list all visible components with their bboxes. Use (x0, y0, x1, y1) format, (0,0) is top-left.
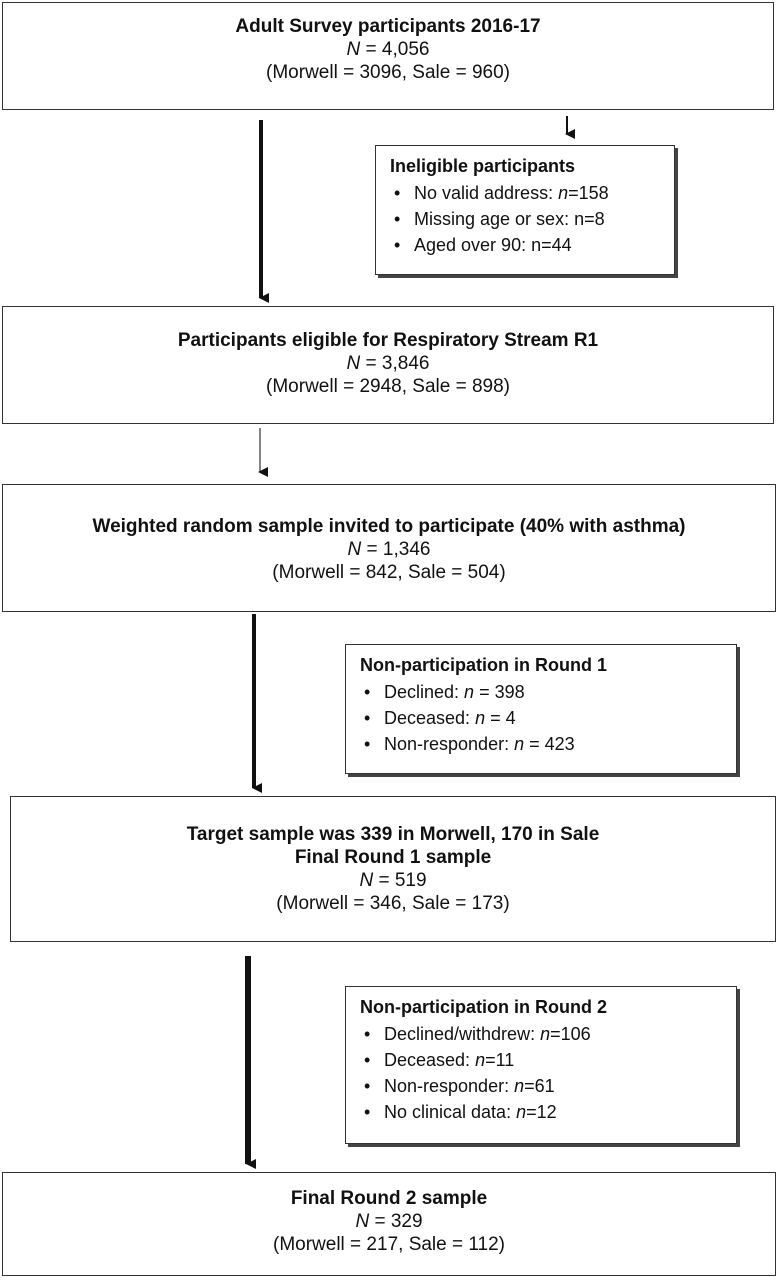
list-item: Missing age or sex: n=8 (390, 206, 660, 232)
eligible-n: N = 3,846 (346, 353, 430, 374)
eligible-title: Participants eligible for Respiratory St… (177, 330, 599, 351)
nonparticipation-round1-title: Non-participation in Round 1 (360, 655, 607, 675)
weighted-sample-split: (Morwell = 842, Sale = 504) (272, 562, 506, 583)
list-item: Deceased: n = 4 (360, 705, 722, 731)
eligible-box: Participants eligible for Respiratory St… (2, 306, 774, 424)
adult-survey-box: Adult Survey participants 2016-17 N = 4,… (2, 2, 774, 110)
list-item: Declined: n = 398 (360, 679, 722, 705)
round1-target-title: Target sample was 339 in Morwell, 170 in… (186, 824, 600, 845)
adult-survey-split: (Morwell = 3096, Sale = 960) (266, 62, 510, 83)
round2-n: N = 329 (355, 1211, 423, 1232)
round2-title: Final Round 2 sample (290, 1188, 488, 1209)
weighted-sample-box: Weighted random sample invited to partic… (2, 484, 776, 612)
list-item: Declined/withdrew: n=106 (360, 1021, 722, 1047)
list-item: Non-responder: n=61 (360, 1073, 722, 1099)
weighted-sample-n: N = 1,346 (347, 539, 431, 560)
round1-n: N = 519 (359, 870, 427, 891)
ineligible-title: Ineligible participants (390, 156, 576, 176)
round1-sample-box: Target sample was 339 in Morwell, 170 in… (10, 796, 776, 942)
ineligible-box: Ineligible participants No valid address… (375, 145, 675, 275)
round2-split: (Morwell = 217, Sale = 112) (273, 1234, 505, 1255)
nonparticipation-round2-title: Non-participation in Round 2 (360, 997, 607, 1017)
list-item: No valid address: n=158 (390, 180, 660, 206)
round2-sample-box: Final Round 2 sample N = 329 (Morwell = … (2, 1172, 776, 1276)
weighted-sample-title: Weighted random sample invited to partic… (92, 516, 686, 537)
round1-final-title: Final Round 1 sample (294, 847, 492, 868)
eligible-split: (Morwell = 2948, Sale = 898) (266, 376, 510, 397)
adult-survey-title: Adult Survey participants 2016-17 (235, 16, 541, 37)
list-item: Non-responder: n = 423 (360, 731, 722, 757)
list-item: Aged over 90: n=44 (390, 232, 660, 258)
list-item: No clinical data: n=12 (360, 1099, 722, 1125)
nonparticipation-round2-box: Non-participation in Round 2 Declined/wi… (345, 986, 737, 1144)
adult-survey-n: N = 4,056 (346, 39, 430, 60)
list-item: Deceased: n=11 (360, 1047, 722, 1073)
nonparticipation-round1-box: Non-participation in Round 1 Declined: n… (345, 644, 737, 774)
round1-split: (Morwell = 346, Sale = 173) (276, 893, 510, 914)
